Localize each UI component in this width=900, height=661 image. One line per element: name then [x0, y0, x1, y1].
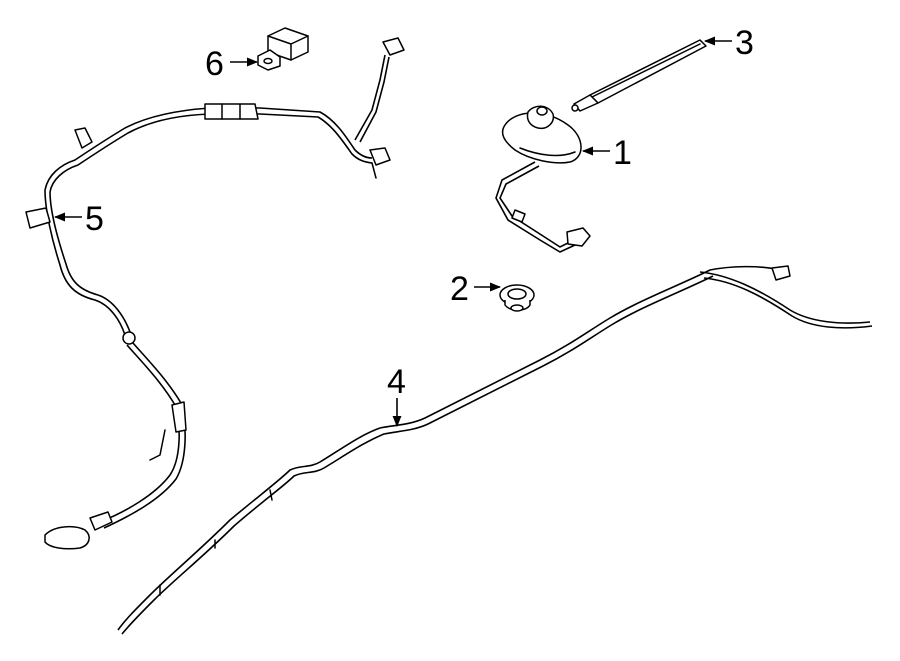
- part-2-grommet[interactable]: [499, 284, 535, 312]
- callout-1: 1: [581, 134, 632, 172]
- svg-text:4: 4: [387, 363, 406, 401]
- callout-6: 6: [205, 45, 259, 83]
- callout-5: 5: [53, 200, 104, 238]
- svg-text:3: 3: [735, 24, 754, 62]
- part-4-cable[interactable]: [117, 265, 873, 635]
- svg-text:2: 2: [450, 270, 469, 308]
- svg-text:1: 1: [613, 134, 632, 172]
- part-3-antenna-mast[interactable]: [571, 39, 707, 112]
- callout-4: 4: [387, 363, 406, 428]
- svg-text:6: 6: [205, 45, 224, 83]
- part-5-harness[interactable]: [25, 37, 405, 550]
- svg-text:5: 5: [85, 200, 104, 238]
- part-6-module[interactable]: [257, 27, 309, 71]
- callout-2: 2: [450, 270, 502, 308]
- callout-3: 3: [703, 24, 754, 62]
- part-1-antenna-base[interactable]: [495, 105, 591, 253]
